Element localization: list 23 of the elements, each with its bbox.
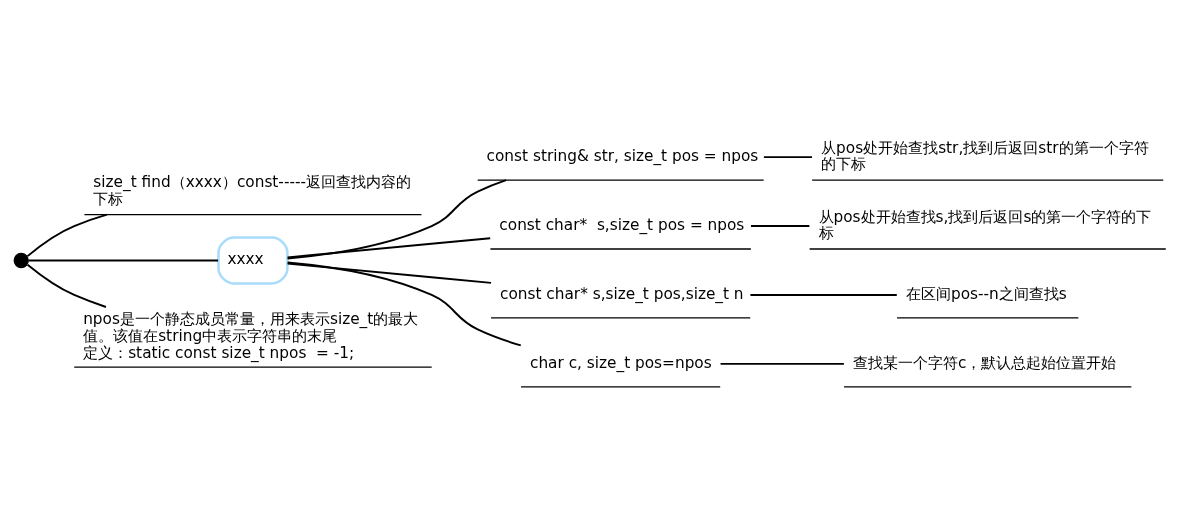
node-circle — [13, 252, 29, 268]
node-text: const char* s,size_t pos = npos — [499, 215, 745, 234]
connector — [286, 178, 508, 259]
connector — [286, 262, 492, 284]
connector — [27, 259, 219, 261]
connector — [286, 236, 492, 258]
connector — [26, 263, 107, 308]
node-text: 在区间pos--n之间查找s — [905, 284, 1067, 303]
node-box: xxxx — [217, 235, 289, 285]
connector — [719, 362, 845, 365]
connector — [762, 155, 813, 158]
connector — [749, 293, 898, 296]
node-text: char c, size_t pos=npos — [530, 353, 712, 372]
node-text: const string& str, size_t pos = npos — [486, 146, 759, 165]
connector — [750, 224, 811, 227]
node-text: size_t find（xxxx）const-----返回查找内容的下标 — [93, 172, 411, 208]
node-text: npos是一个静态成员常量，用来表示size_t的最大值。该值在string中表示字符串的末尾 定义：static const size_t npos = -1; — [83, 309, 419, 362]
connector — [286, 261, 522, 346]
node-text: 从pos处开始查找str,找到后返回str的第一个字符的下标 — [821, 138, 1149, 173]
connector — [26, 213, 108, 257]
node-text: const char* s,size_t pos,size_t n — [499, 284, 744, 303]
node-text: 从pos处开始查找s,找到后返回s的第一个字符的下标 — [818, 207, 1152, 242]
node-text: 查找某一个字符c，默认总起始位置开始 — [853, 353, 1117, 372]
